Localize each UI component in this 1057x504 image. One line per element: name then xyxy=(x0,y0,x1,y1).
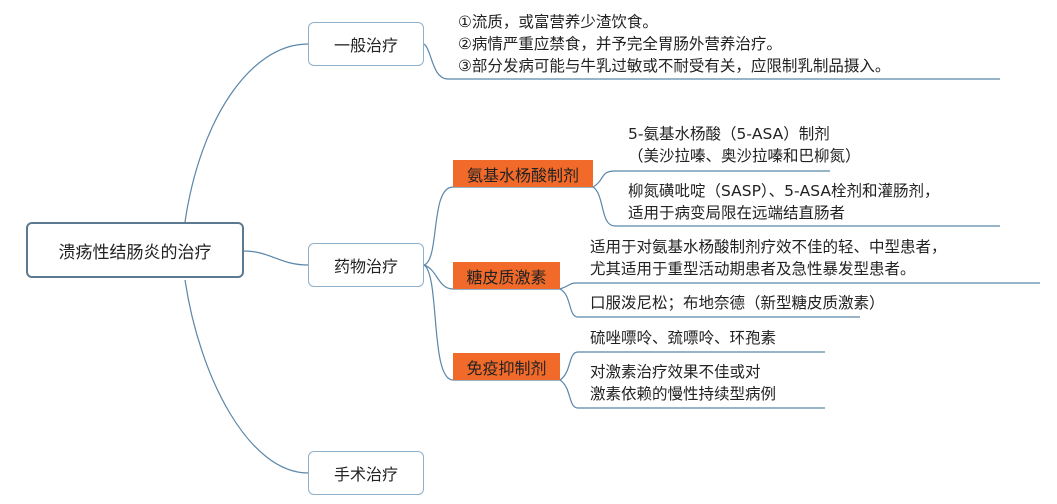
connector-root-general xyxy=(184,43,309,223)
immuno-item-2-line-2: 激素依赖的慢性持续型病例 xyxy=(590,385,777,403)
general-item-2: ②病情严重应禁食，并予完全胃肠外营养治疗。 xyxy=(458,35,782,53)
underline-immuno-1 xyxy=(559,351,825,381)
topic-general-treatment[interactable]: 一般治疗 xyxy=(308,22,424,66)
immuno-item-2-line-1: 对激素治疗效果不佳或对 xyxy=(590,363,761,381)
connector-drug-corticosteroid xyxy=(423,264,560,290)
tag-immunosuppressant[interactable]: 免疫抑制剂 xyxy=(453,353,560,380)
amino-item-2-line-2: 适用于病变局限在远端结直肠者 xyxy=(628,204,846,222)
underline-immuno-2 xyxy=(559,379,825,409)
topic-surgery[interactable]: 手术治疗 xyxy=(308,451,424,495)
general-item-1: ①流质，或富营养少渣饮食。 xyxy=(458,13,658,31)
connector-root-surgery xyxy=(184,279,309,474)
connector-drug-immunosuppressant xyxy=(423,264,560,381)
cortico-item-2: 口服泼尼松；布地奈德（新型糖皮质激素） xyxy=(590,294,885,312)
tag-aminosalicylate[interactable]: 氨基水杨酸制剂 xyxy=(453,160,593,187)
connector-drug-aminosalicylate xyxy=(423,186,593,266)
amino-item-1-line-1: 5-氨基水杨酸（5-ASA）制剂 xyxy=(628,125,830,143)
underline-amino-2 xyxy=(592,186,1000,227)
connector-general-items xyxy=(423,43,1000,80)
cortico-item-1-line-1: 适用于对氨基水杨酸制剂疗效不佳的轻、中型患者， xyxy=(590,238,947,256)
amino-item-2-line-1: 柳氮磺吡啶（SASP）、5-ASA栓剂和灌肠剂， xyxy=(628,182,940,200)
underline-amino-1 xyxy=(592,170,830,188)
immuno-item-1: 硫唑嘌呤、巯嘌呤、环孢素 xyxy=(590,329,777,347)
amino-item-1-line-2: （美沙拉嗪、奥沙拉嗪和巴柳氮） xyxy=(628,147,861,165)
connector-root-drug xyxy=(243,250,309,266)
tag-corticosteroid[interactable]: 糖皮质激素 xyxy=(453,262,560,289)
topic-drug-treatment[interactable]: 药物治疗 xyxy=(308,243,424,287)
underline-cortico-2 xyxy=(559,288,860,318)
root-topic[interactable]: 溃疡性结肠炎的治疗 xyxy=(26,222,244,278)
cortico-item-1-line-2: 尤其适用于重型活动期患者及急性暴发型患者。 xyxy=(590,260,916,278)
underline-cortico-1 xyxy=(559,282,1040,290)
general-item-3: ③部分发病可能与牛乳过敏或不耐受有关，应限制乳制品摄入。 xyxy=(458,57,891,75)
